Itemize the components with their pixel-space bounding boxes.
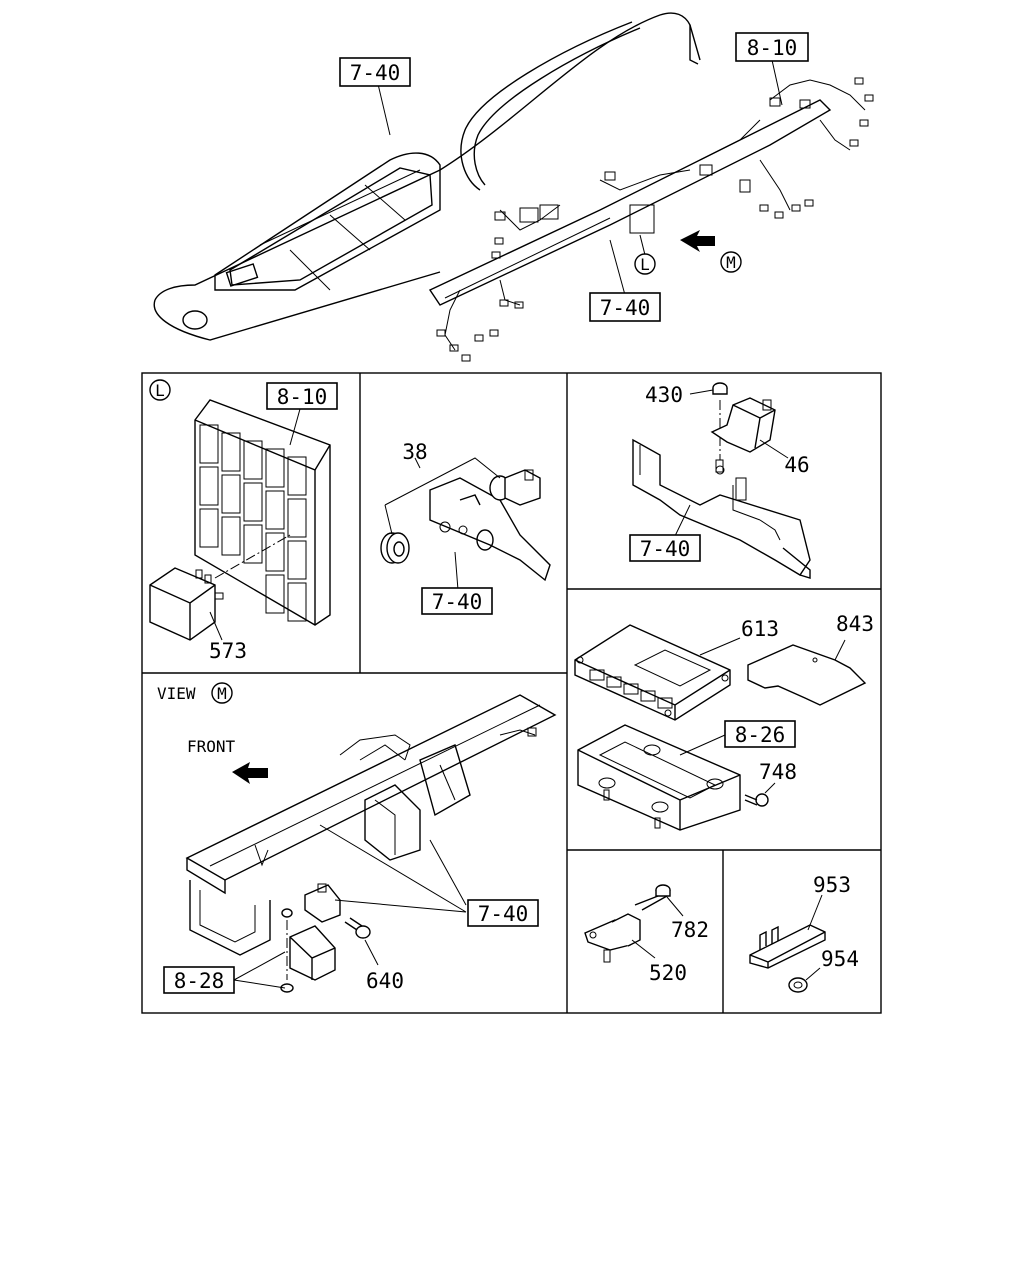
part-573[interactable]: 573 [209, 639, 247, 663]
part-748[interactable]: 748 [759, 760, 797, 784]
ecu-613 [574, 624, 731, 721]
ref-box-harness[interactable] [735, 32, 809, 62]
bolt-748 [744, 793, 769, 807]
front-label: FRONT [187, 737, 236, 756]
view-m-label: M [217, 684, 227, 703]
view-m-arrow [680, 230, 715, 252]
ref-unit: 8-28 [174, 969, 225, 993]
ref-bracket-46: 7-40 [640, 537, 691, 561]
panel-relay-46: 430 46 7-40 [629, 382, 811, 579]
view-m-circle [211, 682, 233, 704]
part-46[interactable]: 46 [784, 453, 809, 477]
panel-switch-38: 38 7-40 [380, 440, 551, 615]
bolt-640 [344, 917, 371, 939]
ref-box-bracket-46[interactable] [629, 534, 701, 562]
part-38[interactable]: 38 [402, 440, 427, 464]
dash-panel-outline [154, 12, 701, 301]
panel-l-marker: L [155, 381, 165, 400]
bracket-46 [632, 438, 811, 576]
panel-view-m: VIEW M FRONT [157, 682, 557, 994]
part-640[interactable]: 640 [366, 969, 404, 993]
panel-l-marker-circle [149, 379, 171, 401]
part-953[interactable]: 953 [813, 873, 851, 897]
relay-46 [710, 397, 776, 453]
part-954[interactable]: 954 [821, 947, 859, 971]
ref-box-bracket[interactable] [589, 292, 661, 322]
ref-bracket: 7-40 [600, 296, 651, 320]
ref-bracket-view-m: 7-40 [478, 902, 529, 926]
panel-sensor-520: 782 520 [584, 884, 709, 985]
detail-l-marker: L [640, 255, 650, 274]
part-782[interactable]: 782 [671, 918, 709, 942]
instrument-cluster-opening [214, 152, 441, 291]
panel-ecu-613: 613 843 8-26 748 [574, 612, 874, 831]
overview-illustration: 7-40 8-10 7-40 L M [153, 12, 874, 362]
bolt-782 [634, 884, 671, 911]
ref-harness: 8-10 [747, 36, 798, 60]
detail-grid [141, 372, 882, 1014]
ref-box-unit[interactable] [163, 966, 235, 994]
front-arrow-icon [232, 762, 268, 784]
ref-box-bracket-view-m[interactable] [467, 899, 539, 927]
relay-block [194, 399, 331, 626]
ref-box-relay-block[interactable] [266, 382, 338, 410]
relay-573 [149, 567, 224, 641]
wire-harness [428, 99, 832, 306]
part-843[interactable]: 843 [836, 612, 874, 636]
view-label: VIEW [157, 684, 196, 703]
bracket-953 [749, 924, 826, 969]
ref-panel-38: 7-40 [432, 590, 483, 614]
harness-connectors [436, 77, 874, 362]
part-430[interactable]: 430 [645, 383, 683, 407]
switch-38 [489, 469, 541, 506]
panel-bracket-953: 953 954 [749, 873, 859, 993]
part-520[interactable]: 520 [649, 961, 687, 985]
pad-843 [747, 644, 867, 706]
view-m-marker-circle [720, 251, 742, 273]
ref-box-bracket-ecu[interactable] [724, 720, 796, 748]
ref-box-panel-38[interactable] [421, 587, 493, 615]
panel-detail-l: L 8-10 [149, 379, 338, 663]
ref-dash-panel: 7-40 [350, 61, 401, 85]
detail-l-marker-circle [634, 253, 656, 275]
view-m-marker: M [726, 253, 736, 272]
nut-430 [712, 382, 728, 395]
sensor-520 [584, 913, 641, 963]
ref-bracket-ecu: 8-26 [735, 723, 786, 747]
ref-box-dash-panel[interactable] [339, 57, 411, 87]
bracket-8-26 [577, 724, 741, 831]
unit-8-28 [289, 925, 336, 981]
part-613[interactable]: 613 [741, 617, 779, 641]
ref-relay-block: 8-10 [277, 385, 328, 409]
nut-954 [788, 977, 808, 993]
